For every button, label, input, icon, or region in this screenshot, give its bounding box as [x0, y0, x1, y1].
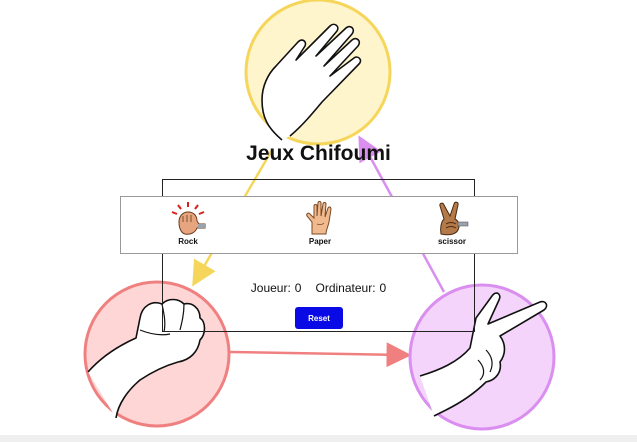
scissor-choice-button[interactable]: scissor: [417, 197, 487, 255]
paper-choice-button[interactable]: Paper: [285, 197, 355, 255]
rock-label: Rock: [178, 237, 198, 246]
rock-outline-icon: [87, 298, 206, 419]
paper-label: Paper: [308, 237, 332, 246]
rock-choice-button[interactable]: Rock: [153, 197, 223, 255]
player-score-label: Joueur:: [250, 281, 291, 295]
score-display: Joueur:0 Ordinateur:0: [162, 281, 475, 295]
page-title: Jeux Chifoumi: [246, 142, 391, 165]
paper-hand-icon: [306, 201, 332, 235]
reset-button[interactable]: Reset: [295, 307, 343, 329]
computer-score-value: 0: [379, 281, 387, 295]
scissor-outline-icon: [419, 292, 548, 417]
scissor-diagram-circle: [408, 283, 556, 431]
scissor-hand-icon: [439, 201, 469, 236]
bottom-scroll-bar: [0, 435, 637, 442]
computer-score-label: Ordinateur:: [315, 281, 376, 295]
game-panel: [162, 179, 475, 332]
paper-outline-icon: [261, 23, 362, 141]
paper-diagram-circle: [244, 0, 392, 146]
rock-to-scissor-arrow: [229, 342, 412, 368]
choice-bar: Rock Paper scissor: [120, 196, 518, 254]
rock-hand-icon: [171, 202, 206, 235]
player-score-value: 0: [294, 281, 302, 295]
scissor-label: scissor: [437, 237, 467, 246]
